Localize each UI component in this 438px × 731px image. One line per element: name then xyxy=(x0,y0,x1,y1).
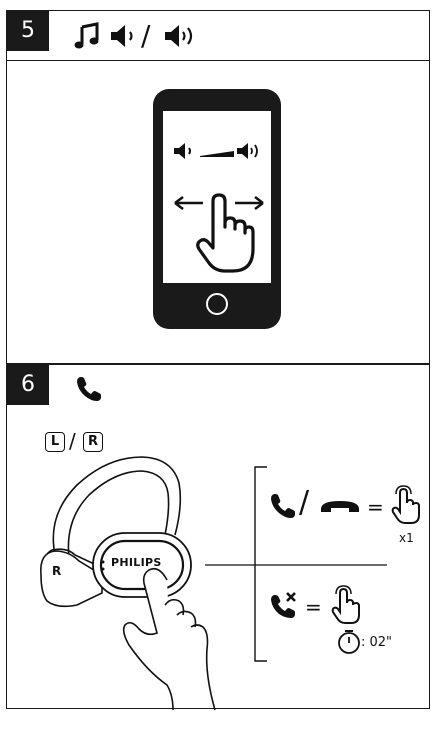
music-note-icon xyxy=(74,22,99,49)
volume-up-icon xyxy=(165,25,193,47)
action2-equals: = xyxy=(305,595,322,619)
tap-finger-icon xyxy=(391,485,420,524)
step-5-panel: 5 / xyxy=(6,10,430,364)
phone-hangup-icon xyxy=(321,501,359,512)
action1-separator: / xyxy=(299,485,310,520)
screen-volume-up-icon xyxy=(237,143,258,159)
timer-icon xyxy=(338,630,360,654)
header-divider xyxy=(7,60,429,61)
volume-separator: / xyxy=(141,19,151,52)
phone-call-icon xyxy=(77,377,101,401)
right-key-badge: R xyxy=(83,432,103,452)
earbud-side-label: R xyxy=(52,564,62,578)
action-divider-lines xyxy=(205,466,387,662)
side-separator: / xyxy=(69,429,76,453)
volume-slider-icon xyxy=(200,151,234,157)
phone-answer-icon xyxy=(271,494,295,518)
earbud-illustration xyxy=(39,456,216,711)
left-key-badge: L xyxy=(45,432,65,452)
screen-volume-down-icon xyxy=(174,143,191,159)
tap-count-label: x1 xyxy=(399,531,414,545)
action1-equals: = xyxy=(367,495,384,519)
swipe-left-right-icon xyxy=(174,196,264,210)
tap-finger-hold-icon xyxy=(331,585,360,624)
step-number-5: 5 xyxy=(7,11,49,51)
volume-down-icon xyxy=(111,25,133,47)
hold-duration-label: : 02" xyxy=(361,635,393,650)
step-6-panel: 6 L / R R PHILIPS / = xyxy=(6,364,430,711)
hand-pointer-icon xyxy=(196,193,255,273)
earbud-brand-logo: PHILIPS xyxy=(111,556,162,569)
phone-reject-icon xyxy=(271,592,296,618)
step-number-6: 6 xyxy=(7,365,49,405)
